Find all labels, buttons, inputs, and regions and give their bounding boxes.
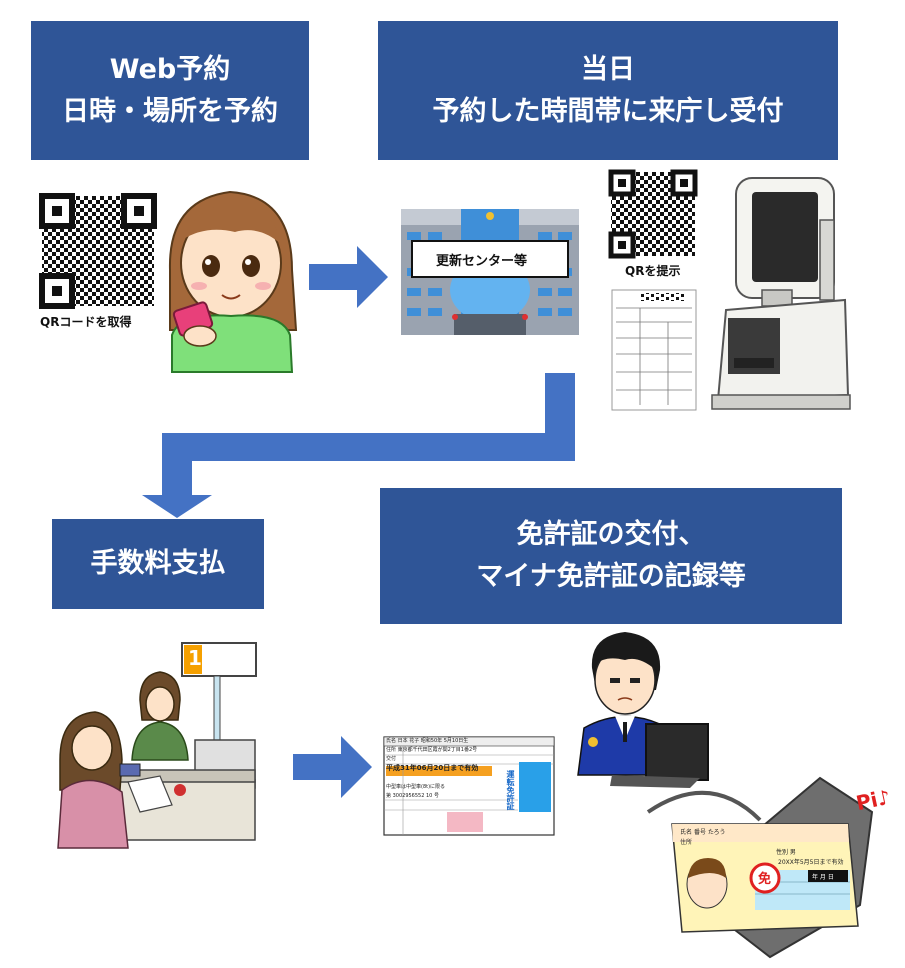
my-number-license-card <box>671 823 859 933</box>
license-number: 第 3002956552 10 号 <box>386 793 439 799</box>
police-officer-laptop-illustration <box>577 632 709 788</box>
arrow-down-left <box>142 373 575 518</box>
license-valid-until: 平成31年06月20日まで有効 <box>386 764 479 772</box>
step-web-reservation: Web予約 日時・場所を予約 <box>31 21 309 160</box>
mynumber-valid: 20XX年5月5日まで有効 <box>778 859 844 866</box>
mynumber-stamp: 免 <box>758 872 772 887</box>
step-license-issue-title: 免許証の交付、 <box>516 519 706 551</box>
step-web-reservation-title: Web予約 <box>109 53 231 85</box>
qr-code-icon <box>39 193 157 309</box>
caption-qr-show: QRを提示 <box>625 264 681 278</box>
window-number-label: 1 <box>188 646 202 670</box>
mynumber-card-text: 氏名 番号 たろう 住所 性別 男 20XX年5月5日まで有効 <box>680 828 850 868</box>
center-sign-label: 更新センター等 <box>436 254 528 269</box>
step-same-day-title: 当日 <box>581 53 635 85</box>
step-license-issue-desc: マイナ免許証の記録等 <box>476 561 746 592</box>
license-name: 日本 花子 <box>397 738 420 744</box>
reception-kiosk-illustration <box>711 177 851 410</box>
step-fee-payment: 手数料支払 <box>52 519 264 609</box>
mynumber-name-label: 氏名 <box>680 829 693 836</box>
license-dob: 昭和50年 5月10日生 <box>420 738 469 744</box>
arrow-right-1 <box>309 246 388 308</box>
mynumber-gender: 性別 男 <box>776 849 796 856</box>
step-same-day: 当日 予約した時間帯に来庁し受付 <box>378 21 838 160</box>
license-address: 東京都千代田区霞が関2丁目1番2号 <box>397 747 478 753</box>
application-form-document <box>611 289 697 411</box>
license-center-building-illustration <box>401 209 579 335</box>
license-name-label: 氏名 <box>386 738 397 744</box>
fee-payment-counter-illustration <box>57 642 257 849</box>
qr-code-icon-2 <box>608 169 698 259</box>
step-same-day-desc: 予約した時間帯に来庁し受付 <box>432 95 784 127</box>
license-side-title: 運転免許証 <box>506 770 515 810</box>
step-license-issue: 免許証の交付、 マイナ免許証の記録等 <box>380 488 842 624</box>
step-fee-payment-title: 手数料支払 <box>90 548 226 580</box>
mynumber-address-label: 住所 <box>680 839 693 846</box>
girl-with-smartphone-illustration <box>168 190 298 373</box>
mynumber-name: 番号 たろう <box>693 829 726 836</box>
step-web-reservation-desc: 日時・場所を予約 <box>62 95 278 127</box>
license-card-text: 氏名 日本 花子 昭和50年 5月10日生 住所 東京都千代田区霞が関2丁目1番… <box>386 737 552 835</box>
license-type: 中型車は中型車(8t)に限る <box>386 784 446 790</box>
license-issue-label: 交付 <box>386 756 397 762</box>
mynumber-date-cols: 年 月 日 <box>812 874 834 881</box>
drivers-license-card <box>383 736 555 836</box>
license-address-label: 住所 <box>386 747 397 753</box>
caption-qr-get: QRコードを取得 <box>40 315 132 329</box>
arrow-right-2 <box>293 736 372 798</box>
